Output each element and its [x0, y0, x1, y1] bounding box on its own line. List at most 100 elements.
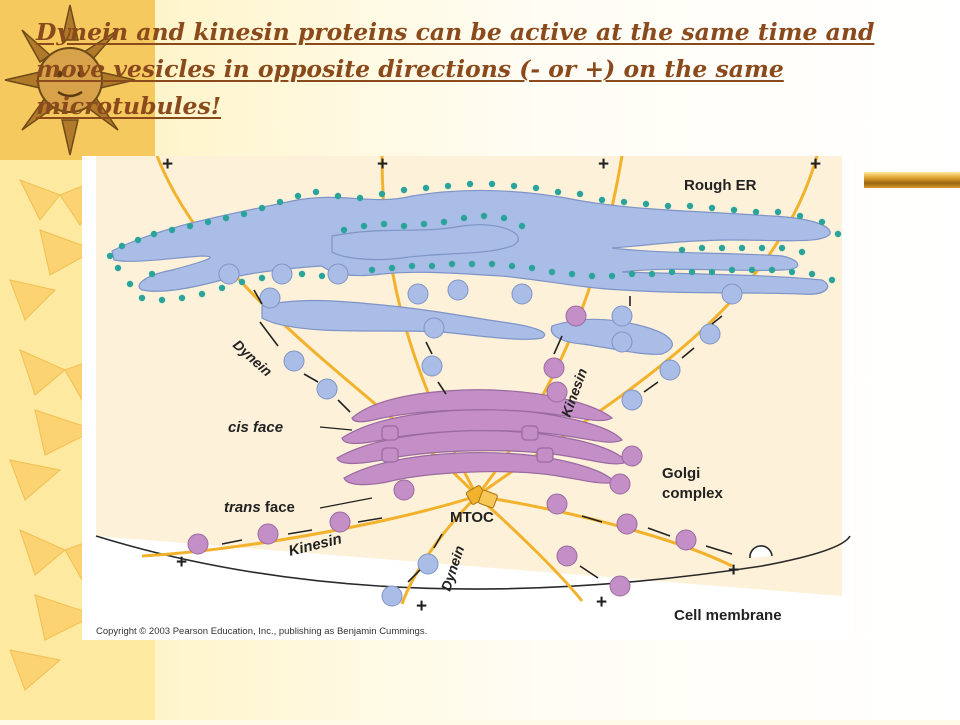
ribosome	[150, 230, 158, 238]
ribosome	[356, 194, 364, 202]
vesicle-blue	[417, 553, 439, 575]
vesicle-blue	[259, 287, 281, 309]
vesicle-pink	[393, 479, 415, 501]
ribosome	[380, 220, 388, 228]
golgi-bridge	[381, 447, 399, 463]
ribosome	[648, 270, 656, 278]
ribosome	[428, 262, 436, 270]
ribosome	[608, 272, 616, 280]
complex-label: complex	[662, 485, 724, 502]
arrow	[337, 399, 351, 413]
plus-end-label: +	[596, 592, 607, 613]
ribosome	[510, 182, 518, 190]
ribosome	[222, 214, 230, 222]
rough-er-label: Rough ER	[684, 177, 757, 194]
ribosome	[788, 268, 796, 276]
vesicle-pink	[616, 513, 638, 535]
vesicle-pink	[609, 575, 631, 597]
ribosome	[752, 208, 760, 216]
vesicle-blue	[283, 350, 305, 372]
ribosome	[778, 244, 786, 252]
ribosome	[388, 264, 396, 272]
vesicle-blue	[421, 355, 443, 377]
vesicle-blue	[611, 331, 633, 353]
arrow	[681, 347, 695, 359]
ribosome	[168, 226, 176, 234]
vesicle-pink	[329, 511, 351, 533]
ribosome	[768, 266, 776, 274]
ribosome	[240, 210, 248, 218]
vesicle-pink	[543, 357, 565, 379]
mtoc-label: MTOC	[450, 509, 494, 526]
ribosome	[468, 260, 476, 268]
ribosome	[400, 186, 408, 194]
ribosome	[238, 278, 246, 286]
plus-end-label: +	[377, 156, 388, 175]
ribosome	[460, 214, 468, 222]
ribosome	[532, 184, 540, 192]
trans-face-label-italic: trans	[224, 499, 261, 516]
er-sheet	[550, 318, 673, 355]
ribosome	[334, 192, 342, 200]
ribosome	[500, 214, 508, 222]
golgi-cisterna	[351, 389, 614, 423]
ribosome	[420, 220, 428, 228]
ribosome	[480, 212, 488, 220]
cell-membrane	[95, 535, 851, 590]
ribosome	[576, 190, 584, 198]
vesicle-blue	[511, 283, 533, 305]
ribosome	[686, 202, 694, 210]
ribosome	[774, 208, 782, 216]
ribosome	[408, 262, 416, 270]
ribosome	[708, 204, 716, 212]
vesicle-blue	[699, 323, 721, 345]
plus-end-label: +	[810, 156, 821, 175]
plus-end-label: +	[176, 552, 187, 573]
vesicle-blue	[447, 279, 469, 301]
arrow	[433, 533, 443, 549]
ribosome	[718, 244, 726, 252]
vesicle-blue	[423, 317, 445, 339]
golgi-bridge	[521, 425, 539, 441]
golgi-bridge	[536, 447, 554, 463]
figure-frame: + + + + + + + + Rough ER Dynein Kinesin …	[82, 156, 852, 640]
ribosome	[796, 212, 804, 220]
arrow	[259, 321, 279, 347]
arrow	[581, 515, 603, 523]
vesicle-blue	[381, 585, 403, 607]
vesicle-pink	[609, 473, 631, 495]
ribosome	[448, 260, 456, 268]
decorative-gold-bar	[864, 172, 960, 188]
vesicles	[187, 263, 743, 607]
arrow	[705, 545, 733, 555]
ribosome	[678, 246, 686, 254]
ribosome	[738, 244, 746, 252]
ribosome	[340, 226, 348, 234]
ribosome	[400, 222, 408, 230]
ribosome	[298, 270, 306, 278]
ribosome	[818, 218, 826, 226]
ribosome	[440, 218, 448, 226]
cell-transport-diagram: + + + + + + + + Rough ER Dynein Kinesin …	[95, 156, 851, 637]
ribosome	[134, 236, 142, 244]
ribosome	[748, 266, 756, 274]
vesicle-pink	[675, 529, 697, 551]
ribosome	[628, 270, 636, 278]
ribosome	[488, 180, 496, 188]
ribosome	[258, 274, 266, 282]
ribosome	[276, 198, 284, 206]
plus-end-labels: + + + + + + + +	[162, 156, 821, 617]
vesicle-pink	[187, 533, 209, 555]
ribosome	[798, 248, 806, 256]
arrow	[357, 517, 383, 523]
arrow	[425, 341, 433, 355]
microtubule	[141, 494, 478, 558]
trans-face-label-rest: face	[265, 499, 295, 516]
arrow	[253, 289, 263, 305]
ribosome	[186, 222, 194, 230]
arrow	[711, 315, 723, 325]
ribosome	[318, 272, 326, 280]
cis-face-pointer	[319, 426, 353, 431]
ribosome	[118, 242, 126, 250]
vesicle-blue	[271, 263, 293, 285]
